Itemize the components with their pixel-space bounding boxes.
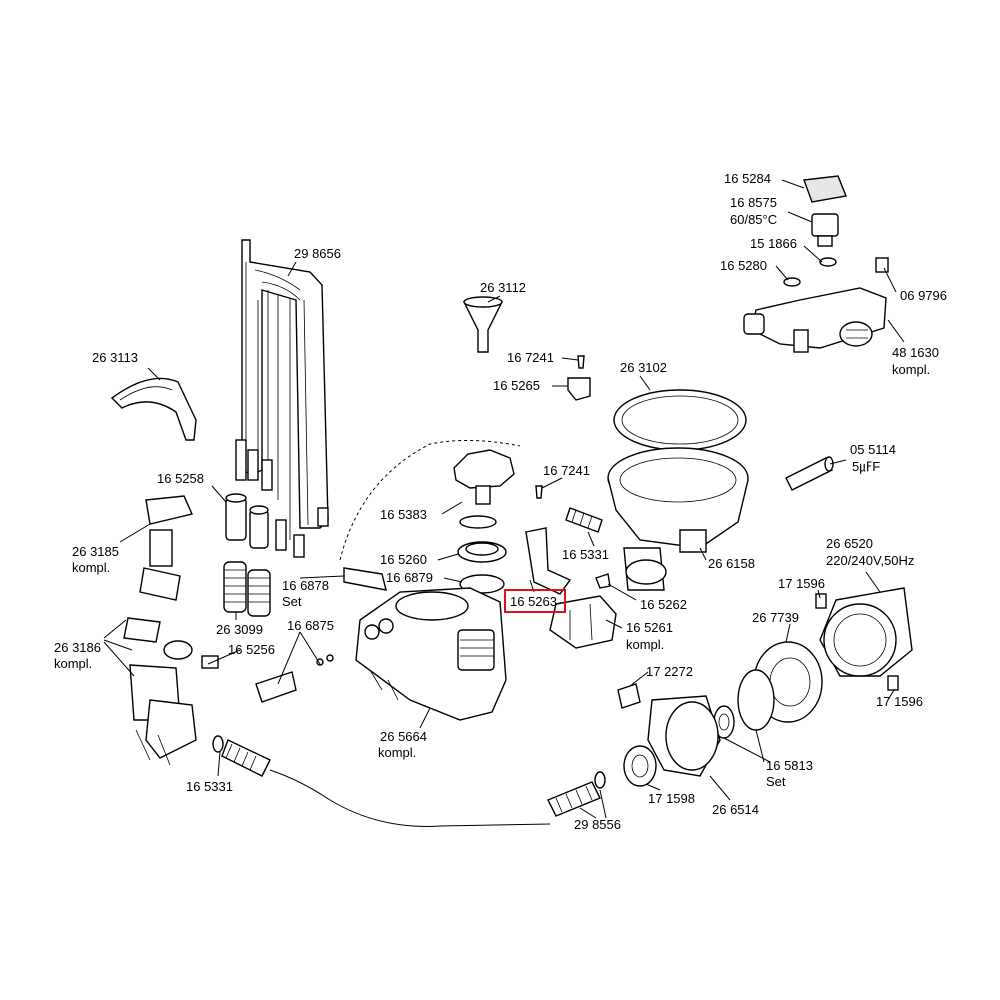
float-switch-assembly [123,495,219,766]
label-06-9796: 06 9796 [900,288,947,303]
hose-connector [255,654,334,703]
pump-housing [647,695,721,777]
label-26-6520: 26 6520 [826,536,873,551]
leader-lines [103,179,905,819]
label-16-5258: 16 5258 [157,471,204,486]
label-05-5114: 05 5114 [850,442,896,457]
label-16-5260: 16 5260 [380,552,427,567]
label-26-3186-kompl: kompl. [54,656,92,671]
label-26-6158: 26 6158 [708,556,755,571]
dashed-outline [339,439,521,561]
label-16-5262: 16 5262 [640,597,687,612]
toothed-ring [457,541,507,563]
label-16-5331-left: 16 5331 [186,779,233,794]
label-15-1866: 15 1866 [750,236,797,251]
label-17-1596-top: 17 1596 [778,576,825,591]
label-16-5813-set: Set [766,774,786,789]
label-26-6520-voltage: 220/240V,50Hz [826,553,914,568]
label-16-5256: 16 5256 [228,642,275,657]
label-16-5280: 16 5280 [720,258,767,273]
label-16-6878: 16 6878 [282,578,329,593]
filter-cylinders [225,493,269,549]
bracket-part [567,377,591,401]
label-16-5263: 16 5263 [510,594,557,609]
clip-069796 [875,257,889,273]
valve-assembly [549,595,617,649]
label-16-5284: 16 5284 [724,171,771,186]
highlight-box [504,589,566,613]
seal-set [713,669,775,739]
label-16-5331-mid: 16 5331 [562,547,609,562]
label-05-5114-cap: 5㎌F [852,459,880,475]
label-29-8556: 29 8556 [574,817,621,832]
spray-pipe-assembly [235,239,329,558]
corrugated-hose-left [212,735,271,777]
capacitor [785,456,834,491]
small-clip-part [595,573,611,589]
label-26-5664-kompl: kompl. [378,745,416,760]
funnel-part [462,296,504,353]
o-ring-165280 [783,277,801,287]
label-16-7241-top: 16 7241 [507,350,554,365]
label-16-5813: 16 5813 [766,758,813,773]
heater-tank-housing [607,447,749,591]
water-valve-assembly [743,287,887,353]
large-gasket-inner [621,395,739,445]
sump-assembly [355,587,507,721]
corrugated-hose-mid [565,507,603,533]
small-strip-part [343,567,387,591]
label-26-3112: 26 3112 [480,280,526,295]
label-26-3102: 26 3102 [620,360,667,375]
label-26-7739: 26 7739 [752,610,799,625]
label-26-3185-kompl: kompl. [72,560,110,575]
label-26-3099: 26 3099 [216,622,263,637]
gasket-ring-a [459,515,497,529]
label-26-3186: 26 3186 [54,640,101,655]
label-16-5261-kompl: kompl. [626,637,664,652]
label-17-1596-bottom: 17 1596 [876,694,923,709]
pump-motor [815,587,913,691]
screw-top [577,355,585,369]
thermostat [811,213,839,247]
label-17-1598: 17 1598 [648,791,695,806]
label-17-2272: 17 2272 [646,664,693,679]
label-29-8656: 29 8656 [294,246,341,261]
label-16-7241-mid: 16 7241 [543,463,590,478]
cover-part [110,377,197,441]
label-16-8575-temp: 60/85°C [730,212,777,227]
thermostat-cover [803,175,847,203]
screw-mid [535,485,543,499]
label-26-3113: 26 3113 [92,350,138,365]
o-ring-151866 [819,257,837,267]
label-16-5265: 16 5265 [493,378,540,393]
large-gasket-ring [613,389,747,451]
label-26-3185: 26 3185 [72,544,119,559]
label-26-6514: 26 6514 [712,802,759,817]
drain-hose-line [269,769,551,827]
sleeve-171598 [623,745,657,787]
label-16-6875: 16 6875 [287,618,334,633]
corrugated-hose-right [547,771,606,817]
label-48-1630-kompl: kompl. [892,362,930,377]
label-16-8575: 16 8575 [730,195,777,210]
clip-part-165263 [525,527,572,595]
spring-parts [223,561,271,617]
label-26-5664: 26 5664 [380,729,427,744]
label-48-1630: 48 1630 [892,345,939,360]
clamp-172272 [617,683,641,709]
label-16-5261: 16 5261 [626,620,673,635]
label-16-6879: 16 6879 [386,570,433,585]
label-16-5383: 16 5383 [380,507,427,522]
label-16-6878-set: Set [282,594,302,609]
spray-cap [453,449,515,505]
